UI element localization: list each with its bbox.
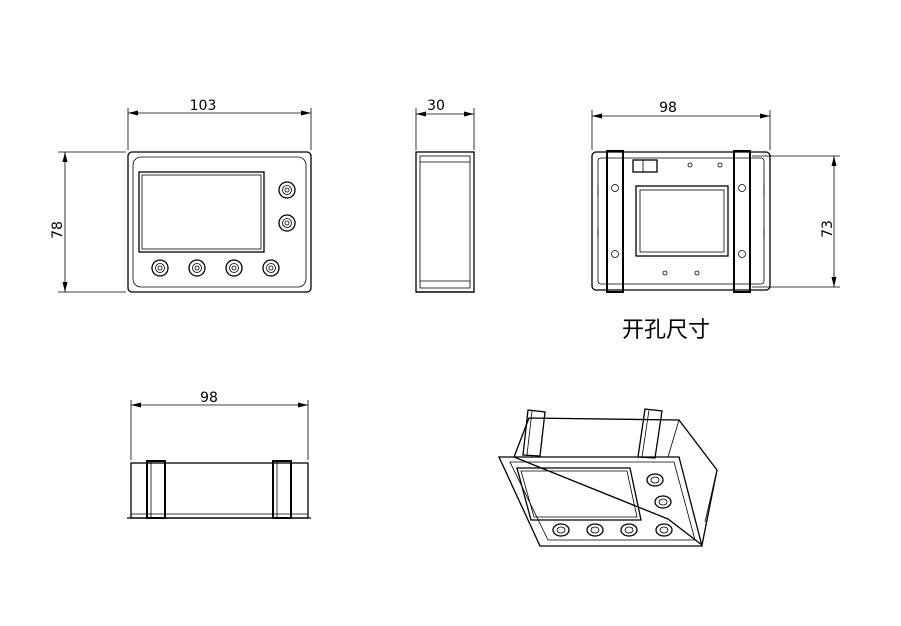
back-cutout-inner <box>639 189 725 253</box>
side-outer <box>415 151 475 293</box>
iso-clamp-left <box>522 409 546 457</box>
side-view: 30 <box>415 98 475 293</box>
back-clamp-right <box>733 150 751 293</box>
iso-button-right-top <box>646 473 664 487</box>
front-width-dimension: 103 <box>127 98 312 150</box>
back-clamp-screw <box>738 250 746 258</box>
back-switch <box>632 159 658 173</box>
back-outer <box>591 151 771 291</box>
back-clamp-left <box>606 150 624 293</box>
back-switch-knob <box>632 159 644 173</box>
bottom-clamp-left <box>146 460 166 519</box>
side-depth-label: 30 <box>427 98 445 114</box>
iso-front-bezel <box>497 456 703 547</box>
iso-screen <box>516 467 642 521</box>
back-clamp-screw <box>611 250 619 258</box>
back-hole-bottom-left <box>662 270 668 276</box>
back-hole-top-right <box>717 162 723 168</box>
front-outer-frame <box>127 151 312 293</box>
front-view: 103 78 <box>50 98 312 293</box>
front-inner-frame <box>132 156 307 288</box>
front-width-label: 103 <box>190 98 217 114</box>
iso-button-bottom-4 <box>655 523 673 537</box>
side-inner <box>419 155 471 289</box>
front-button-bottom-1 <box>151 259 169 277</box>
back-clamp-screw <box>738 184 746 192</box>
iso-button-bottom-3 <box>620 523 638 537</box>
back-cutout-outer <box>635 185 729 257</box>
back-clamp-screw <box>611 184 619 192</box>
front-screen-outer <box>138 171 265 253</box>
cutout-size-caption: 开孔尺寸 <box>622 318 710 343</box>
front-button-bottom-4 <box>262 259 280 277</box>
back-height-dimension: 73 <box>752 155 840 288</box>
iso-button-bottom-1 <box>552 523 570 537</box>
bottom-view: 98 <box>127 390 311 519</box>
back-view: 98 73 开孔尺寸 <box>591 100 840 343</box>
back-hole-top-left <box>687 162 693 168</box>
front-button-right-top <box>278 181 296 199</box>
iso-front-bezel-inner <box>509 461 696 541</box>
back-width-dimension: 98 <box>591 100 771 150</box>
iso-button-right-bottom <box>654 495 672 509</box>
back-hole-bottom-right <box>694 270 700 276</box>
bottom-body <box>130 462 309 519</box>
back-width-label: 98 <box>659 100 677 116</box>
bottom-width-dimension: 98 <box>130 390 309 460</box>
front-button-bottom-2 <box>188 259 206 277</box>
side-depth-dimension: 30 <box>415 98 475 150</box>
front-height-dimension: 78 <box>50 151 126 293</box>
front-height-label: 78 <box>50 221 66 239</box>
front-screen-inner <box>141 174 262 250</box>
iso-screen-inner <box>520 470 638 518</box>
bottom-width-label: 98 <box>200 390 218 406</box>
iso-back-body <box>513 417 718 547</box>
back-height-label: 73 <box>820 220 836 238</box>
iso-clamp-right <box>637 408 663 459</box>
back-inner <box>597 157 765 285</box>
front-button-bottom-3 <box>225 259 243 277</box>
isometric-view <box>497 408 718 547</box>
bottom-clamp-right <box>272 460 292 519</box>
iso-button-bottom-2 <box>586 523 604 537</box>
front-button-right-bottom <box>278 214 296 232</box>
